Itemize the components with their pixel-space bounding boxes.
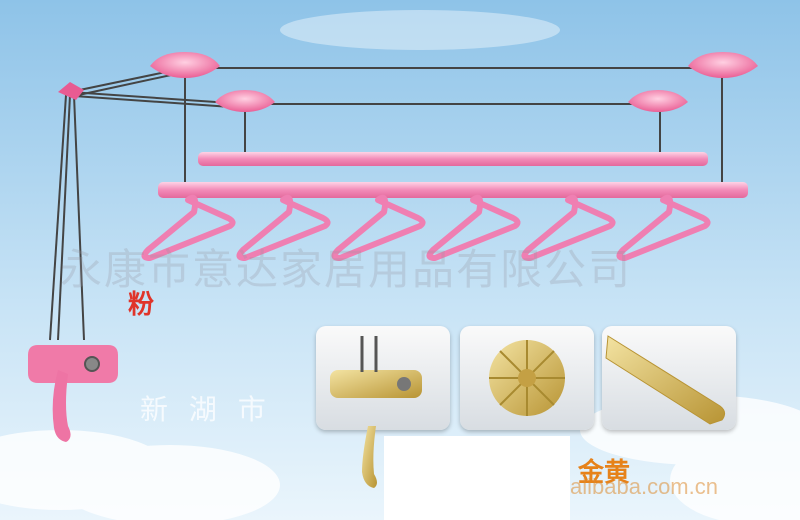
gold-crank-tile [316,326,450,430]
hanger [426,194,521,261]
gold-bar-icon [605,335,726,425]
pink-hanging-bars [158,152,748,198]
gold-crank-handle [362,426,377,488]
hanger [616,194,711,261]
hanger [331,194,426,261]
hanger [236,194,331,261]
gold-color-label: 金黄 [578,458,631,488]
white-patch [384,436,570,520]
pink-color-label: 粉 [128,290,155,320]
ceiling-flower-mounts [58,52,758,112]
hanger [141,194,236,261]
hanger [521,194,616,261]
faded-text: 新 湖 市 [140,393,272,426]
gold-crank-icon [330,336,422,398]
pink-crank-handle [28,345,118,442]
gold-flower-tile [460,326,594,430]
source-watermark: alibaba.com.cn [570,474,718,499]
suspension-wires [49,67,723,341]
clothes-hangers [141,194,711,261]
gold-bar-tile [602,326,736,430]
gold-flower-icon [489,340,565,416]
company-watermark: 永康市意达家居用品有限公司 [60,245,633,294]
clouds [0,10,800,520]
